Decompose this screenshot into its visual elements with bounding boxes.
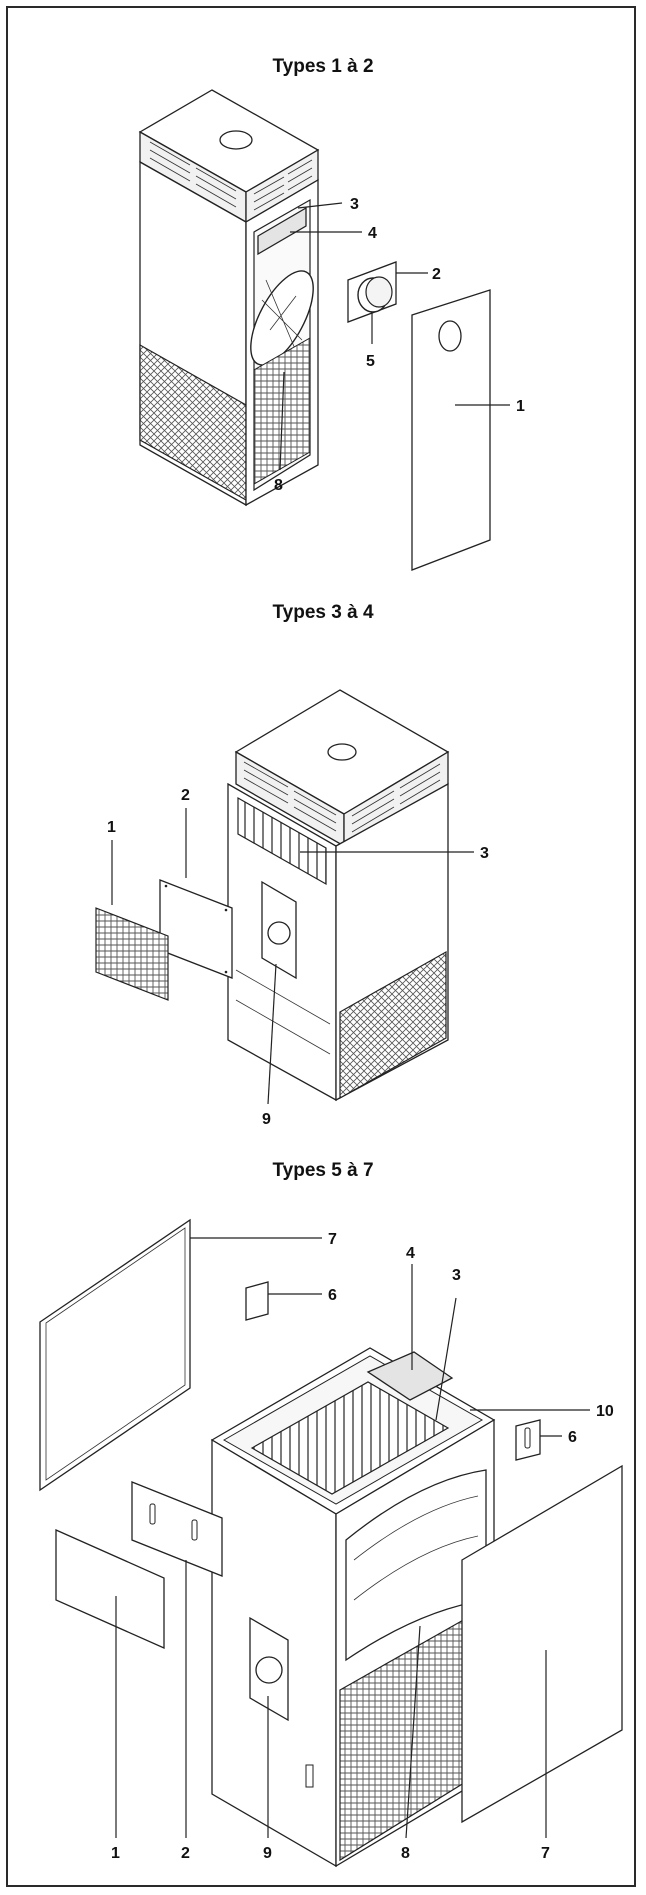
callout-3: 3 xyxy=(452,1267,461,1284)
callout-1: 1 xyxy=(516,398,525,415)
unit2-burner-port xyxy=(267,921,291,945)
callout-2: 2 xyxy=(181,1845,190,1862)
callout-1: 1 xyxy=(107,819,116,836)
callout-8: 8 xyxy=(274,477,283,494)
callout-6-top: 6 xyxy=(328,1287,337,1304)
unit3-left-side-panel xyxy=(39,1218,191,1492)
unit3-right-side-panel xyxy=(461,1464,623,1824)
section-title-types-5-7: Types 5 à 7 xyxy=(272,1160,374,1181)
callout-4: 4 xyxy=(406,1245,415,1262)
unit3-flue-collector xyxy=(366,1351,454,1401)
unit1-side-panel-hole xyxy=(438,320,462,352)
unit2-access-panel xyxy=(95,907,169,1001)
callout-9: 9 xyxy=(262,1111,271,1128)
unit1-top-flue-outlet xyxy=(219,130,253,150)
callout-5: 5 xyxy=(366,353,375,370)
callout-8: 8 xyxy=(401,1845,410,1862)
unit3-heat-exchanger xyxy=(250,1381,450,1495)
unit3-control-box xyxy=(305,1764,314,1788)
unit2-burner-cover-plate xyxy=(159,879,233,979)
types-5-7-unit xyxy=(39,1218,623,1868)
callout-9: 9 xyxy=(263,1845,272,1862)
unit2-top-flue-outlet xyxy=(327,743,357,761)
unit2-heat-exchanger xyxy=(237,796,327,886)
unit3-burner-port xyxy=(255,1656,283,1684)
callout-7-bottom: 7 xyxy=(541,1845,550,1862)
section-title-types-3-4: Types 3 à 4 xyxy=(272,602,374,623)
callout-6-right: 6 xyxy=(568,1429,577,1446)
unit3-burner-cover-plate xyxy=(131,1481,223,1577)
section-title-types-1-2: Types 1 à 2 xyxy=(272,56,374,77)
callout-7-top: 7 xyxy=(328,1231,337,1248)
callout-3: 3 xyxy=(350,196,359,213)
callout-3: 3 xyxy=(480,845,489,862)
types-1-2-unit xyxy=(138,89,510,571)
unit1-heat-exchanger xyxy=(257,206,307,256)
callout-4: 4 xyxy=(368,225,377,242)
callout-10: 10 xyxy=(596,1403,614,1420)
types-3-4-unit xyxy=(95,689,474,1105)
callout-2: 2 xyxy=(181,787,190,804)
unit3-inspection-plate-top xyxy=(245,1281,269,1321)
callout-1: 1 xyxy=(111,1845,120,1862)
callout-2: 2 xyxy=(432,266,441,283)
unit3-front-access-panel xyxy=(55,1528,165,1650)
unit1-side-panel xyxy=(411,289,491,571)
unit2-side-grille xyxy=(339,950,447,1100)
